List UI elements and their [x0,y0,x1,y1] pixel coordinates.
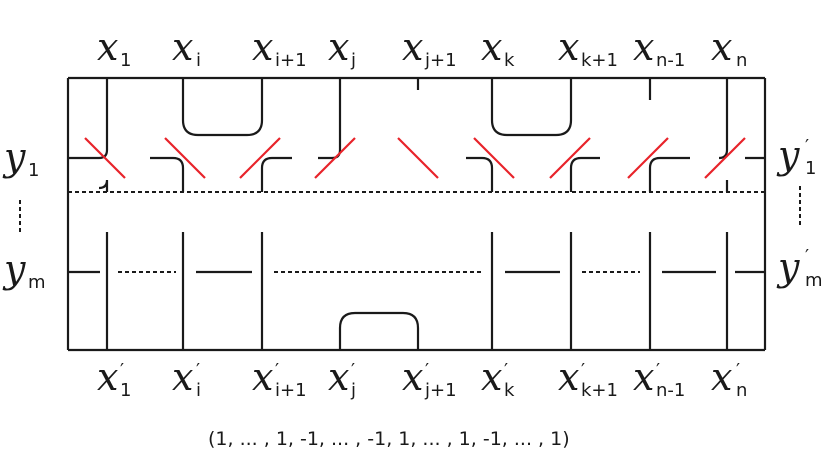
bottom-label-var: x [633,355,654,399]
bottom-label-sub: 1 [120,380,131,401]
top-label-sub: n-1 [656,50,685,71]
bottom-label-sub: n-1 [656,380,685,401]
bottom-strands [68,232,765,350]
bottom-label-sub: j+1 [424,380,457,401]
left-label-var: y [2,135,26,179]
left-label-var: y [2,247,26,291]
top-label-var: x [711,25,732,69]
red-crossing-marks [84,137,746,179]
top-label-var: x [172,25,193,69]
top-label-sub: k+1 [581,50,618,71]
right-label-prime: ′ [805,246,809,267]
bottom-label-prime: ′ [504,360,508,381]
bottom-labels: x ′ 1 x ′ i x ′ i+1 x ′ j x ′ j+1 x ′ k … [97,355,747,401]
bottom-label-var: x [481,355,502,399]
bottom-label-prime: ′ [656,360,660,381]
right-label-sub: 1 [805,158,816,179]
bottom-label-sub: n [736,380,747,401]
bottom-label-prime: ′ [351,360,355,381]
bottom-label-var: x [402,355,423,399]
right-label-prime: ′ [805,136,809,157]
top-label-var: x [633,25,654,69]
bottom-label-prime: ′ [275,360,279,381]
bottom-label-sub: i+1 [275,380,307,401]
bottom-label-var: x [97,355,118,399]
bottom-label-prime: ′ [736,360,740,381]
top-label-var: x [558,25,579,69]
bottom-label-sub: k [504,380,515,401]
top-label-sub: i [196,50,201,71]
bottom-label-prime: ′ [425,360,429,381]
bottom-label-sub: i [196,380,201,401]
top-label-var: x [402,25,423,69]
bottom-label-sub: k+1 [581,380,618,401]
bottom-label-prime: ′ [196,360,200,381]
top-label-var: x [252,25,273,69]
bottom-label-var: x [328,355,349,399]
bottom-label-var: x [558,355,579,399]
bottom-label-var: x [711,355,732,399]
right-label-var: y [776,245,800,289]
top-label-sub: j+1 [424,50,457,71]
right-label-sub: m [805,270,823,291]
top-strands [68,78,765,192]
bottom-label-var: x [252,355,273,399]
bottom-label-sub: j [350,380,356,401]
top-label-var: x [328,25,349,69]
sign-sequence: (1, ... , 1, -1, ... , -1, 1, ... , 1, -… [208,428,570,450]
top-label-sub: n [736,50,747,71]
bottom-label-prime: ′ [120,360,124,381]
left-labels: y 1 y m [2,135,46,293]
left-label-sub: 1 [28,160,39,181]
right-label-var: y [776,133,800,177]
top-label-var: x [481,25,502,69]
bottom-label-prime: ′ [581,360,585,381]
top-label-var: x [97,25,118,69]
top-label-sub: 1 [120,50,131,71]
right-labels: y ′ 1 y ′ m [776,133,823,291]
top-label-sub: j [350,50,356,71]
top-label-sub: i+1 [275,50,307,71]
top-labels: x 1 x i x i+1 x j x j+1 x k x k+1 x n-1 … [97,25,747,71]
bottom-label-var: x [172,355,193,399]
left-label-sub: m [28,272,46,293]
top-label-sub: k [504,50,515,71]
